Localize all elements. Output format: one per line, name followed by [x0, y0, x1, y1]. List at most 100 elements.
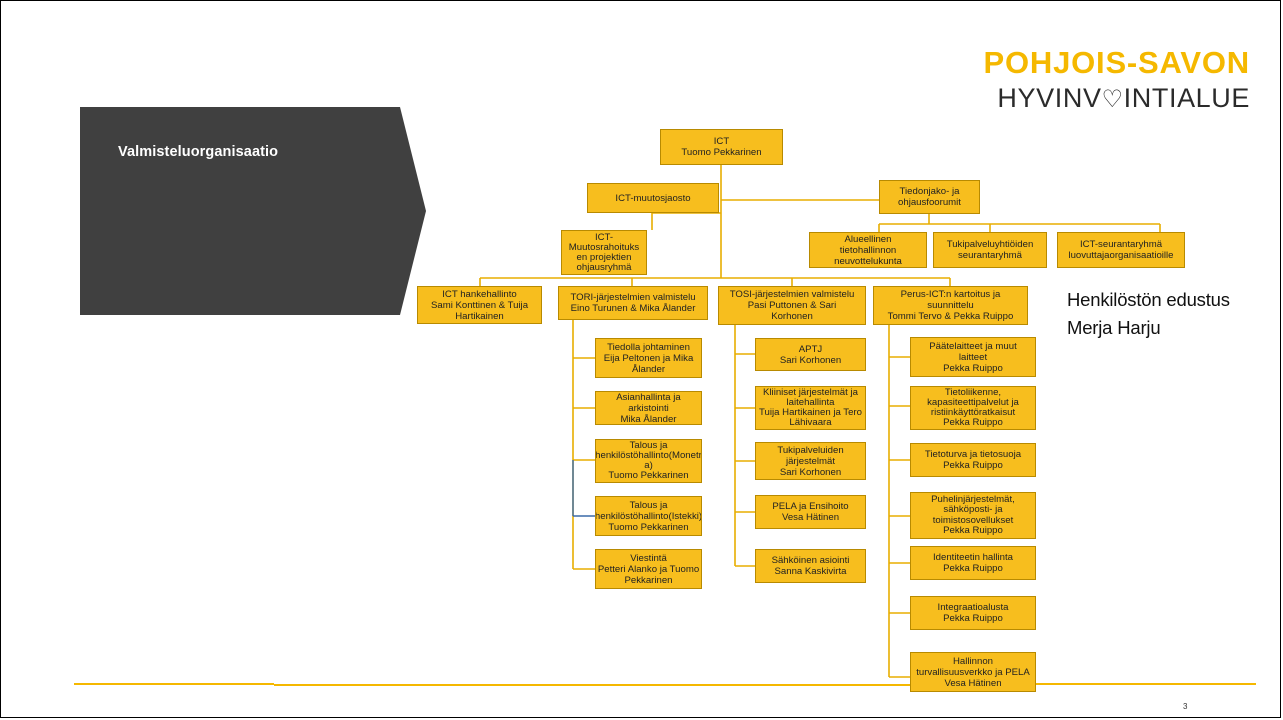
node-seuranta-l2: luovuttajaorganisaatioille	[1068, 250, 1174, 261]
slide-title: Valmisteluorganisaatio	[118, 144, 279, 160]
node-rahoitus: ICT- Muutosrahoituks en projektien ohjau…	[561, 230, 647, 275]
heart-icon: ♡	[1101, 86, 1124, 113]
side-note-line-2: Merja Harju	[1067, 317, 1161, 338]
node-tori: TORI-järjestelmien valmistelu Eino Turun…	[558, 286, 708, 320]
node-text: Tietoliikenne,	[944, 387, 1002, 398]
node-tiedonjako-l1: Tiedonjako- ja	[899, 186, 960, 197]
node-text: Pekka Ruippo	[943, 563, 1003, 574]
node-text: Vesa Hätinen	[781, 512, 840, 523]
node-text: henkilöstöhallinto(Monetr	[595, 450, 702, 461]
brand-logo: POHJOIS-SAVON HYVINV♡INTIALUE	[900, 45, 1250, 117]
node-tori-child: Viestintä Petteri Alanko ja Tuomo Pekkar…	[595, 549, 702, 589]
node-rahoitus-l3: en projektien	[576, 251, 632, 263]
node-tori-l1: TORI-järjestelmien valmistelu	[570, 292, 696, 303]
node-tosi-child: PELA ja Ensihoito Vesa Hätinen	[755, 495, 866, 529]
node-perus-child: Tietoturva ja tietosuoja Pekka Ruippo	[910, 443, 1036, 477]
node-text: turvallisuusverkko ja PELA	[916, 666, 1030, 678]
node-text: Lähivaara	[789, 417, 832, 428]
staff-representation-note: Henkilöstön edustus Merja Harju	[1067, 286, 1230, 342]
node-ict-title: ICT	[713, 136, 730, 147]
logo-line-2b: INTIALUE	[1123, 83, 1250, 113]
node-perus-l1: Perus-ICT:n kartoitus ja	[900, 289, 1001, 300]
node-text: kapasiteettipalvelut ja	[927, 397, 1019, 408]
node-text: Sari Korhonen	[779, 466, 842, 478]
node-alueellinen: Alueellinen tietohallinnon neuvottelukun…	[809, 232, 927, 268]
node-text: Pekka Ruippo	[943, 362, 1003, 374]
node-text: Tiedolla johtaminen	[607, 341, 690, 353]
node-muutosjaosto-title: ICT-muutosjaosto	[615, 192, 691, 204]
node-text: Sari Korhonen	[779, 354, 842, 366]
node-text: APTJ	[798, 343, 823, 355]
node-seuranta-l1: ICT-seurantaryhmä	[1079, 239, 1163, 250]
node-alueellinen-l3: neuvottelukunta	[834, 255, 902, 267]
banner-arrow-shape	[80, 107, 426, 315]
node-text: henkilöstöhallinto(Istekki)	[595, 510, 702, 522]
node-text: Talous ja	[629, 440, 668, 451]
node-text: Tuomo Pekkarinen	[608, 521, 689, 533]
node-tori-child: Tiedolla johtaminen Eija Peltonen ja Mik…	[595, 338, 702, 378]
node-tukipalvelu: Tukipalveluyhtiöiden seurantaryhmä	[933, 232, 1047, 268]
node-text: sähköposti- ja	[943, 504, 1003, 515]
node-tosi-l2: Pasi Puttonen & Sari	[747, 300, 837, 311]
node-perus: Perus-ICT:n kartoitus ja suunnittelu Tom…	[873, 286, 1028, 325]
node-tosi-child: APTJ Sari Korhonen	[755, 338, 866, 371]
node-tori-l2: Eino Turunen & Mika Ålander	[570, 303, 696, 314]
node-perus-l2: suunnittelu	[927, 300, 974, 311]
node-rahoitus-l2: Muutosrahoituks	[568, 241, 640, 253]
node-text: Mika Ålander	[620, 413, 677, 425]
node-perus-l3: Tommi Tervo & Pekka Ruippo	[887, 311, 1014, 322]
node-text: laitteet	[958, 351, 988, 363]
node-text: Kliiniset järjestelmät ja	[763, 387, 858, 398]
node-tukipalvelu-l1: Tukipalveluyhtiöiden	[946, 239, 1034, 250]
node-text: PELA ja Ensihoito	[772, 501, 849, 512]
node-tiedonjako: Tiedonjako- ja ohjausfoorumit	[879, 180, 980, 214]
node-text: Asianhallinta ja arkistointi	[616, 391, 681, 414]
node-perus-child: Tietoliikenne, kapasiteettipalvelut ja r…	[910, 386, 1036, 430]
node-tosi-l3: Korhonen	[771, 311, 813, 322]
node-tosi-child: Sähköinen asiointi Sanna Kaskivirta	[755, 549, 866, 583]
node-tori-child: Talous ja henkilöstöhallinto(Monetr a) T…	[595, 439, 702, 483]
node-text: Tuomo Pekkarinen	[608, 470, 689, 481]
node-alueellinen-l1: Alueellinen	[844, 233, 892, 245]
node-text: Sähköinen asiointi	[771, 555, 850, 566]
node-ict-lead: Tuomo Pekkarinen	[681, 147, 762, 158]
node-text: Tukipalveluiden	[777, 444, 844, 456]
node-perus-child: Integraatioalusta Pekka Ruippo	[910, 596, 1036, 630]
node-hanke-l3: Hartikainen	[455, 310, 504, 322]
footer-line-left	[74, 683, 274, 685]
logo-line-1: POHJOIS-SAVON	[983, 45, 1250, 80]
node-rahoitus-l4: ohjausryhmä	[576, 261, 632, 273]
node-tosi-l1: TOSI-järjestelmien valmistelu	[729, 289, 855, 300]
node-text: Identiteetin hallinta	[932, 552, 1013, 563]
logo-line-2: HYVINV♡INTIALUE	[900, 81, 1250, 117]
logo-line-2a: HYVINV	[997, 83, 1102, 113]
node-text: Ålander	[631, 363, 666, 375]
node-text: Viestintä	[630, 552, 667, 564]
side-note-line-1: Henkilöstön edustus	[1067, 289, 1230, 310]
node-text: Integraatioalusta	[937, 602, 1009, 613]
node-hankehallinto: ICT hankehallinto Sami Konttinen & Tuija…	[417, 286, 542, 324]
page-number: 3	[1183, 702, 1188, 711]
node-perus-child: Puhelinjärjestelmät, sähköposti- ja toim…	[910, 492, 1036, 539]
node-tosi: TOSI-järjestelmien valmistelu Pasi Putto…	[718, 286, 866, 325]
node-text: järjestelmät	[785, 455, 836, 467]
node-text: ristiinkäyttöratkaisut	[930, 407, 1016, 418]
node-text: Petteri Alanko ja Tuomo	[597, 563, 700, 575]
node-text: toimistosovellukset	[932, 514, 1014, 526]
node-tosi-child: Kliiniset järjestelmät ja laitehallinta …	[755, 386, 866, 430]
node-text: Tuija Hartikainen ja Tero	[759, 407, 862, 418]
title-banner: Valmisteluorganisaatio	[80, 107, 426, 315]
node-text: Puhelinjärjestelmät,	[931, 493, 1015, 505]
node-tosi-child: Tukipalveluiden järjestelmät Sari Korhon…	[755, 442, 866, 480]
node-text: Sanna Kaskivirta	[774, 566, 847, 577]
node-tiedonjako-l2: ohjausfoorumit	[898, 197, 961, 208]
node-text: Vesa Hätinen	[944, 677, 1002, 689]
node-text: laitehallinta	[786, 397, 835, 408]
node-ict-muutosjaosto: ICT-muutosjaosto	[587, 183, 719, 213]
node-text: Talous ja	[629, 499, 668, 511]
node-text: Pekkarinen	[624, 574, 673, 586]
node-seuranta: ICT-seurantaryhmä luovuttajaorganisaatio…	[1057, 232, 1185, 268]
node-text: Pekka Ruippo	[943, 417, 1003, 428]
node-rahoitus-l1: ICT-	[594, 231, 614, 243]
